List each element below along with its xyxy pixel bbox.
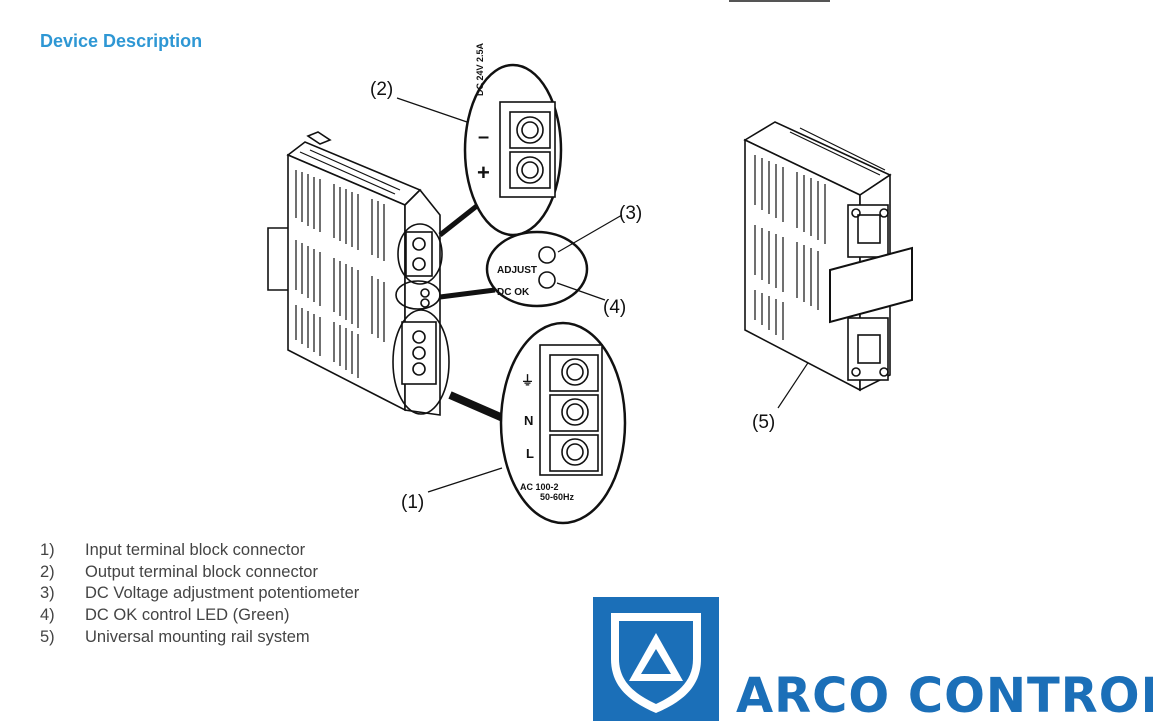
brand-wordmark: ARCO CONTROL xyxy=(736,668,1153,724)
section-heading: Device Description xyxy=(40,31,203,51)
top-rule xyxy=(729,0,830,2)
device-rear-view xyxy=(743,121,913,392)
output-minus-label: – xyxy=(478,126,489,148)
callout-3: (3) xyxy=(619,203,642,224)
legend-list: 1)Input terminal block connector 2)Outpu… xyxy=(40,540,359,649)
callout-5: (5) xyxy=(752,412,775,433)
callout-2: (2) xyxy=(370,79,393,100)
callout-1: (1) xyxy=(401,492,424,513)
output-terminal-zoom xyxy=(438,63,563,237)
ac-rating-label: AC 100-2 xyxy=(520,482,559,492)
adjust-label: ADJUST xyxy=(497,265,537,276)
neutral-label: N xyxy=(524,413,533,428)
output-rating-label: DC 24V 2.5A xyxy=(475,42,485,96)
legend-item: 1)Input terminal block connector xyxy=(40,541,306,559)
input-terminal-zoom xyxy=(448,321,627,525)
legend-item: 3)DC Voltage adjustment potentiometer xyxy=(40,584,360,603)
dc-ok-label: DC OK xyxy=(497,287,530,298)
callout-4: (4) xyxy=(603,297,626,318)
line-label: L xyxy=(526,446,534,461)
ground-icon: ⏚ xyxy=(521,373,534,388)
legend-item: 5)Universal mounting rail system xyxy=(40,627,310,646)
output-plus-label: + xyxy=(477,160,490,185)
device-front-view xyxy=(267,131,450,416)
frequency-label: 50-60Hz xyxy=(540,492,575,502)
indicator-zoom xyxy=(439,230,589,308)
legend-item: 2)Output terminal block connector xyxy=(40,562,318,581)
arco-shield-logo-icon xyxy=(593,597,719,721)
device-diagram: DC 24V 2.5A – + ADJUST DC OK ⏚ N L AC 10… xyxy=(267,42,913,525)
legend-item: 4)DC OK control LED (Green) xyxy=(40,606,290,625)
